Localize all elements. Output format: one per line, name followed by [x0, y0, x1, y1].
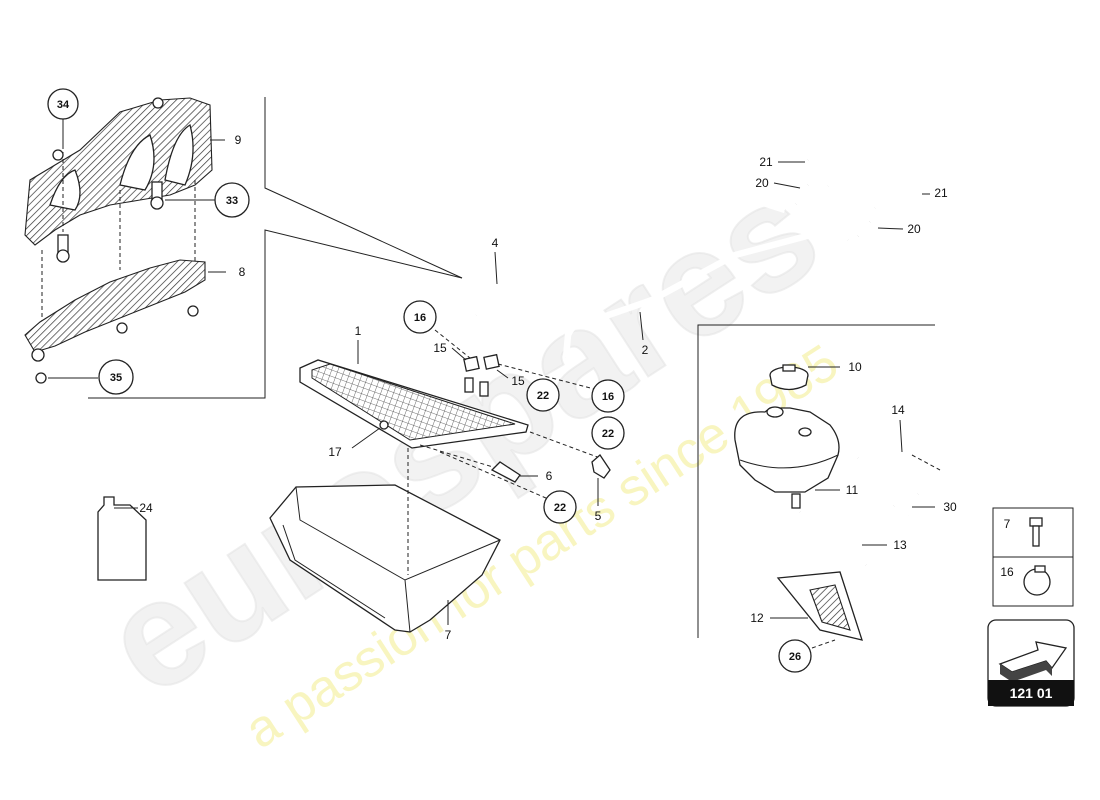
callout-14-label: 14 [891, 403, 905, 417]
callout-21b-label: 21 [934, 186, 948, 200]
legend-item-7-num: 7 [1004, 517, 1011, 531]
callout-2-label: 2 [642, 343, 649, 357]
hose-20-upper [793, 183, 811, 206]
callout-24-label: 24 [139, 501, 153, 515]
tee-connector [893, 492, 919, 517]
callout-33-label: 33 [226, 195, 238, 207]
callout-7a-label: 7 [445, 628, 452, 642]
callout-17-label: 17 [328, 445, 342, 459]
clip-5 [591, 454, 611, 506]
callout-12-label: 12 [750, 611, 764, 625]
callout-33 [214, 182, 250, 218]
callout-26 [778, 639, 812, 673]
callout-13-label: 13 [893, 538, 907, 552]
callout-8-label: 8 [239, 265, 246, 279]
screw-left [56, 234, 70, 263]
callout-22a-label: 22 [537, 390, 549, 402]
hose-2 [562, 228, 849, 359]
expansion-tank [734, 406, 840, 509]
reference-code: 121 01 [1010, 685, 1053, 701]
callout-26-label: 26 [789, 651, 801, 663]
callout-35 [98, 359, 134, 395]
heat-exchanger [299, 359, 529, 449]
legend-table: 7 16 [992, 507, 1074, 607]
callout-20b-label: 20 [907, 222, 921, 236]
callout-5-label: 5 [595, 509, 602, 523]
connectors [463, 353, 500, 397]
tank-cap [769, 364, 809, 391]
callout-10-label: 10 [848, 360, 862, 374]
callout-22c [543, 490, 577, 524]
callout-34 [47, 88, 79, 120]
reference-badge: 121 01 [987, 619, 1075, 707]
callout-20a-label: 20 [755, 176, 769, 190]
air-duct [269, 448, 501, 633]
hose-14 [856, 452, 941, 471]
watermark: eurospares a passion for parts since 198… [75, 144, 848, 760]
hose-13 [797, 510, 869, 567]
screw-33 [150, 181, 164, 210]
callout-35-label: 35 [110, 372, 122, 384]
lower-bracket [24, 259, 206, 384]
callout-6-label: 6 [546, 469, 553, 483]
callout-16a [403, 300, 437, 334]
callout-11-label: 11 [846, 483, 859, 497]
callout-1-label: 1 [355, 324, 362, 338]
legend-item-16-num: 16 [1000, 565, 1014, 579]
callout-34-label: 34 [57, 99, 70, 111]
callout-15b-label: 15 [511, 374, 525, 388]
arrow-icon [998, 641, 1068, 682]
callout-30-label: 30 [943, 500, 957, 514]
hose-21-right [871, 190, 920, 210]
callout-16b [591, 379, 625, 413]
callout-9-label: 9 [235, 133, 242, 147]
callout-21a-label: 21 [759, 155, 773, 169]
callout-22a [526, 378, 560, 412]
hose-clamp-icon [1023, 565, 1051, 596]
callout-16b-label: 16 [602, 391, 614, 403]
upper-bracket [24, 97, 213, 246]
callout-4-label: 4 [492, 236, 499, 250]
hose-21-upper [806, 153, 836, 187]
clip-6 [490, 461, 538, 483]
callout-22b-label: 22 [602, 428, 614, 440]
callout-15a-label: 15 [433, 341, 447, 355]
bracket-inset: 34 9 33 8 35 [24, 88, 463, 399]
hose-4 [472, 198, 786, 316]
hose-20-right [855, 220, 873, 238]
callout-16a-label: 16 [414, 312, 426, 324]
tank-bracket [776, 571, 863, 641]
bolt-icon [1029, 517, 1043, 547]
callout-22c-label: 22 [554, 502, 566, 514]
callout-22b [591, 416, 625, 450]
